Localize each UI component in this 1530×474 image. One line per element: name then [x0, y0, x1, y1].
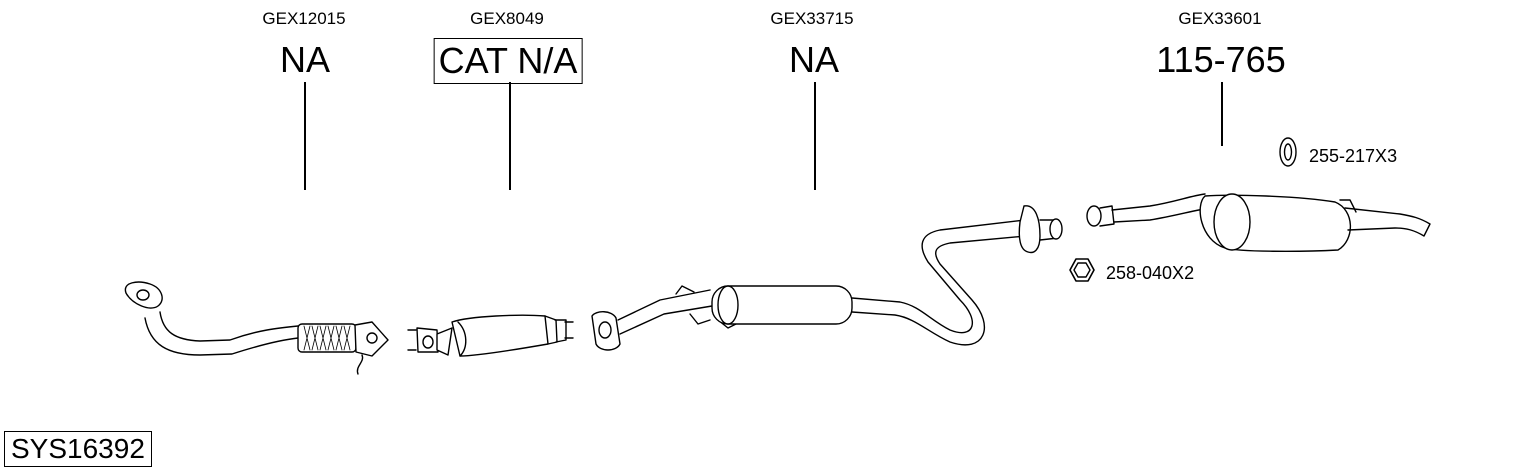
part-code-gex8049: GEX8049 [470, 9, 544, 28]
part-label-centre-silencer: NA [788, 39, 840, 80]
hex-nut-icon [1069, 258, 1095, 282]
leader-line-front-pipe [304, 82, 306, 190]
centre-silencer-drawing [591, 205, 1063, 351]
leader-line-centre-silencer [814, 82, 816, 190]
part-code-gex33715: GEX33715 [770, 9, 854, 28]
leader-line-catalyst [509, 82, 511, 190]
rubber-hanger-icon [1279, 137, 1297, 167]
part-code-gex33601: GEX33601 [1178, 9, 1262, 28]
accessory-label-nut: 258-040X2 [1106, 263, 1195, 283]
catalyst-drawing [407, 314, 574, 357]
front-pipe-drawing [124, 281, 389, 375]
part-label-rear-silencer: 115-765 [1156, 39, 1286, 80]
system-code: SYS16392 [4, 431, 152, 467]
accessory-label-hanger: 255-217X3 [1309, 146, 1398, 166]
rear-silencer-drawing [1086, 193, 1431, 252]
part-label-catalyst: CAT N/A [433, 38, 583, 84]
part-code-gex12015: GEX12015 [262, 9, 346, 28]
part-label-front-pipe: NA [279, 39, 331, 80]
leader-line-rear-silencer [1221, 82, 1223, 146]
